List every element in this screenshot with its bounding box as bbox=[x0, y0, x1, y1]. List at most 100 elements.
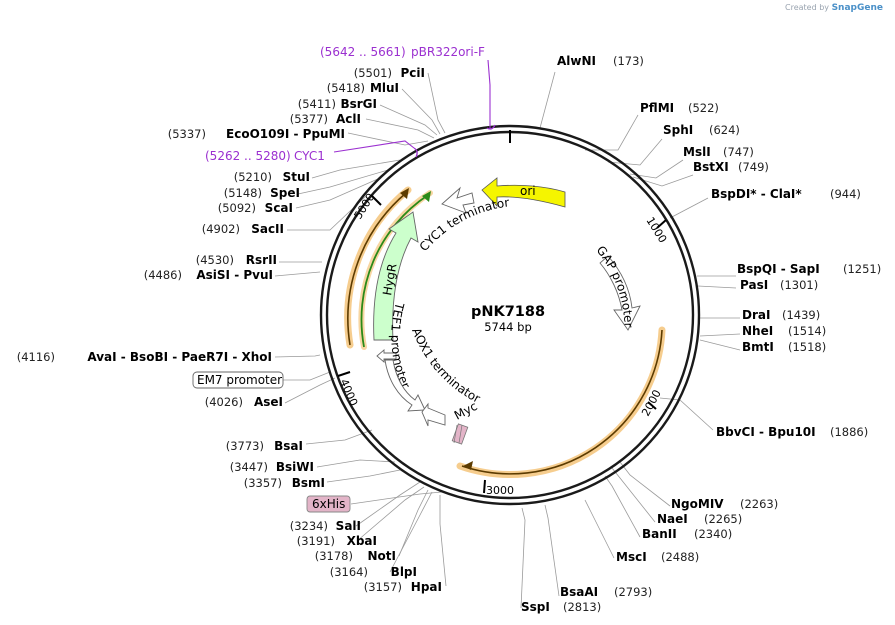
site-right-8-pos: (1439) bbox=[782, 308, 820, 322]
myc-feature bbox=[451, 423, 469, 445]
site-left-5-pos: (5210) bbox=[234, 170, 272, 184]
site-left-15-pos: (3357) bbox=[244, 476, 282, 490]
site-left-3-pos: (5377) bbox=[290, 112, 328, 126]
site-right-6-pos: (1251) bbox=[843, 262, 881, 276]
site-right-2-pos: (624) bbox=[709, 123, 740, 137]
site-right-14: BanII bbox=[642, 527, 677, 541]
site-left-10-pos: (4486) bbox=[144, 268, 182, 282]
site-left-10: AsiSI - PvuI bbox=[196, 268, 273, 282]
site-right-7-pos: (1301) bbox=[780, 278, 818, 292]
site-right-13: NaeI bbox=[657, 512, 688, 526]
site-left-6: SpeI bbox=[270, 186, 300, 200]
site-left-3: AclI bbox=[336, 112, 361, 126]
orf-arrowhead-right bbox=[463, 461, 473, 470]
site-left-8-pos: (4902) bbox=[202, 222, 240, 236]
pbr322-primer-range: (5642 .. 5661) bbox=[320, 45, 406, 59]
hygr-line-arrowhead bbox=[422, 191, 431, 202]
his6-box bbox=[306, 495, 351, 513]
cyc1-primer-range: (5262 .. 5280) bbox=[205, 149, 291, 163]
orf-line-left bbox=[347, 192, 407, 346]
site-left-4: EcoO109I - PpuMI bbox=[226, 127, 345, 141]
gap-promoter-label: GAP promoter bbox=[594, 243, 636, 328]
sites-left: (5501) PciI (5418) MluI (5411) BsrGI (53… bbox=[17, 66, 442, 594]
site-right-9: NheI bbox=[742, 324, 773, 338]
site-right-0: AlwNI bbox=[557, 54, 596, 68]
site-left-7: ScaI bbox=[265, 201, 293, 215]
ori-label: ori bbox=[520, 184, 536, 198]
site-left-15: BsmI bbox=[292, 476, 325, 490]
site-right-4-pos: (749) bbox=[738, 160, 769, 174]
site-left-4-pos: (5337) bbox=[168, 127, 206, 141]
gap-promoter-feature bbox=[599, 255, 641, 331]
site-left-5: StuI bbox=[283, 170, 310, 184]
cyc1-primer-name: CYC1 bbox=[294, 149, 325, 163]
hygr-line bbox=[360, 194, 429, 348]
site-left-11-pos: (4116) bbox=[17, 350, 55, 364]
orf-arrowhead-left bbox=[400, 188, 409, 199]
site-left-18: NotI bbox=[368, 549, 397, 563]
site-left-12-pos: (4026) bbox=[205, 395, 243, 409]
hygr-label: HygR bbox=[380, 262, 399, 296]
site-right-8: DraI bbox=[742, 308, 770, 322]
plasmid-size: 5744 bp bbox=[484, 320, 532, 334]
site-right-9-pos: (1514) bbox=[788, 324, 826, 338]
site-right-11-pos: (1886) bbox=[830, 425, 868, 439]
site-right-11: BbvCI - Bpu10I bbox=[716, 425, 816, 439]
site-left-2-pos: (5411) bbox=[298, 97, 336, 111]
site-right-13-pos: (2265) bbox=[704, 512, 742, 526]
tick-label-4000: 4000 bbox=[337, 377, 360, 408]
site-left-7-pos: (5092) bbox=[218, 201, 256, 215]
site-left-20-pos: (3157) bbox=[364, 580, 402, 594]
credit-prefix: Created by bbox=[785, 3, 830, 12]
site-left-13: BsaI bbox=[274, 439, 303, 453]
plasmid-name: pNK7188 bbox=[471, 304, 545, 320]
his6-label: 6xHis bbox=[312, 497, 345, 511]
site-right-14-pos: (2340) bbox=[694, 527, 732, 541]
site-right-12: NgoMIV bbox=[671, 497, 724, 511]
site-right-0-pos: (173) bbox=[613, 54, 644, 68]
site-left-0: PciI bbox=[401, 66, 426, 80]
site-left-16-pos: (3234) bbox=[290, 519, 328, 533]
site-left-11: AvaI - BsoBI - PaeR7I - XhoI bbox=[87, 350, 272, 364]
site-right-3: MslI bbox=[683, 145, 711, 159]
site-left-8: SacII bbox=[251, 222, 284, 236]
site-left-1-pos: (5418) bbox=[327, 81, 365, 95]
snapgene-brand: SnapGene bbox=[831, 3, 883, 13]
site-right-10-pos: (1518) bbox=[788, 340, 826, 354]
primer-pbr322 bbox=[486, 59, 496, 130]
site-right-7: PasI bbox=[740, 278, 768, 292]
site-left-18-pos: (3178) bbox=[315, 549, 353, 563]
orf-line-right bbox=[461, 329, 663, 475]
site-right-12-pos: (2263) bbox=[740, 497, 778, 511]
site-left-17: XbaI bbox=[347, 534, 377, 548]
site-right-16: BsaAI bbox=[560, 585, 598, 599]
site-left-0-pos: (5501) bbox=[354, 66, 392, 80]
promoter-arrow-lower bbox=[384, 359, 426, 412]
site-right-3-pos: (747) bbox=[723, 145, 754, 159]
sites-right: AlwNI (173) PflMI (522) SphI (624) MslI … bbox=[521, 54, 881, 614]
site-right-5: BspDI* - ClaI* bbox=[711, 187, 802, 201]
backbone-outer bbox=[319, 124, 701, 506]
site-left-13-pos: (3773) bbox=[226, 439, 264, 453]
site-right-5-pos: (944) bbox=[830, 187, 861, 201]
site-right-2: SphI bbox=[663, 123, 693, 137]
site-left-16: SalI bbox=[336, 519, 361, 533]
em7-promoter-label: EM7 promoter bbox=[197, 373, 282, 387]
snapgene-credit: Created by SnapGene bbox=[785, 3, 883, 13]
site-left-6-pos: (5148) bbox=[224, 186, 262, 200]
site-left-9: RsrII bbox=[246, 253, 277, 267]
site-right-16-pos: (2793) bbox=[614, 585, 652, 599]
site-left-1: MluI bbox=[370, 81, 399, 95]
site-right-1: PflMI bbox=[640, 101, 674, 115]
site-left-20: HpaI bbox=[411, 580, 442, 594]
cyc1-terminator-feature bbox=[441, 186, 475, 214]
site-right-17: SspI bbox=[521, 600, 550, 614]
myc-stripe-1 bbox=[453, 424, 458, 444]
tick-marks bbox=[337, 130, 667, 494]
site-left-9-pos: (4530) bbox=[196, 253, 234, 267]
aox1-terminator-feature bbox=[421, 402, 446, 427]
site-left-17-pos: (3191) bbox=[297, 534, 335, 548]
primer-cyc1 bbox=[333, 140, 418, 158]
site-right-4: BstXI bbox=[693, 160, 729, 174]
